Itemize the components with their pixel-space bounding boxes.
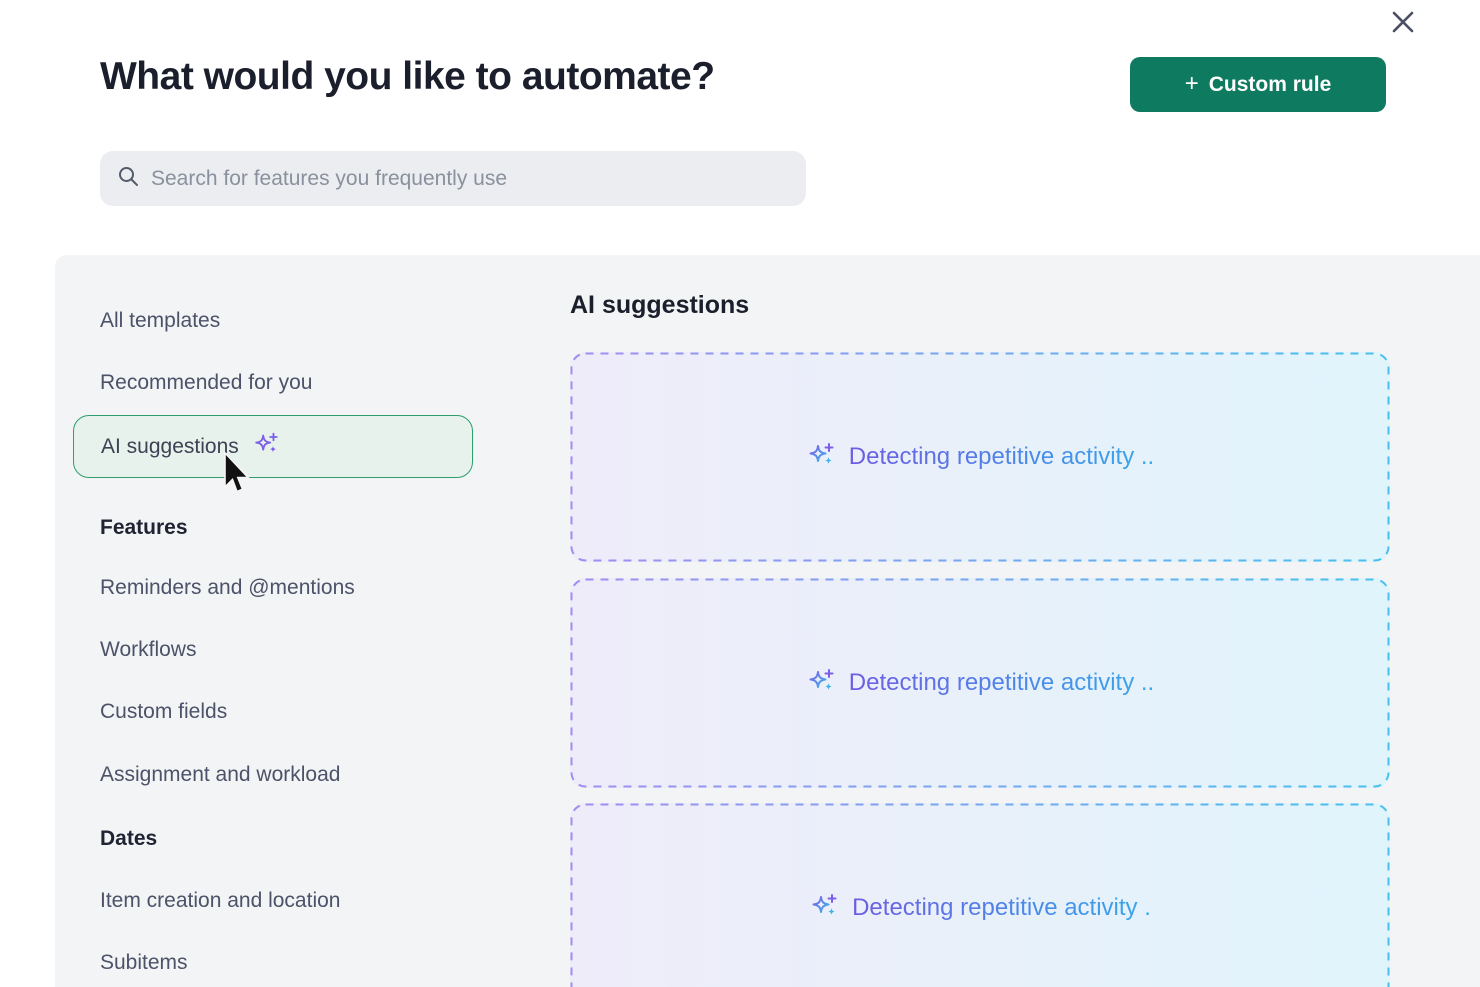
ai-suggestion-card[interactable]: Detecting repetitive activity .. [570, 352, 1390, 562]
sidebar-header-features: Features [100, 516, 188, 539]
sidebar-item-reminders[interactable]: Reminders and @mentions [100, 576, 355, 599]
search-bar[interactable] [100, 151, 806, 206]
sidebar-item-subitems[interactable]: Subitems [100, 951, 188, 974]
ai-sparkle-icon [809, 891, 839, 926]
ai-sparkle-icon [806, 666, 836, 701]
sidebar-item-item-creation[interactable]: Item creation and location [100, 889, 341, 912]
sidebar-item-assignment[interactable]: Assignment and workload [100, 763, 341, 786]
search-icon [116, 164, 140, 193]
search-input[interactable] [151, 166, 790, 191]
close-icon [1388, 7, 1418, 40]
card-label: Detecting repetitive activity . [852, 894, 1151, 921]
plus-icon: + [1184, 69, 1199, 97]
ai-suggestions-label: AI suggestions [101, 434, 239, 458]
card-label: Detecting repetitive activity .. [848, 443, 1155, 470]
custom-rule-label: Custom rule [1208, 72, 1332, 96]
sidebar-header-dates: Dates [100, 827, 158, 850]
sidebar-item-custom-fields[interactable]: Custom fields [100, 700, 228, 723]
ai-suggestion-card[interactable]: Detecting repetitive activity . [570, 803, 1390, 987]
sidebar-item-all-templates[interactable]: All templates [100, 309, 221, 332]
close-button[interactable] [1384, 4, 1422, 42]
card-label: Detecting repetitive activity .. [848, 669, 1155, 696]
ai-sparkle-icon [252, 430, 280, 463]
custom-rule-button[interactable]: + Custom rule [1130, 57, 1386, 112]
sidebar-item-ai-suggestions[interactable]: AI suggestions [73, 415, 473, 478]
sidebar-item-workflows[interactable]: Workflows [100, 638, 197, 661]
ai-sparkle-icon [806, 440, 836, 475]
ai-suggestion-card[interactable]: Detecting repetitive activity .. [570, 578, 1390, 788]
templates-panel: All templates Recommended for you AI sug… [55, 255, 1480, 987]
sidebar-item-recommended[interactable]: Recommended for you [100, 371, 313, 394]
content-heading: AI suggestions [570, 291, 750, 319]
page-title: What would you like to automate? [100, 55, 715, 98]
